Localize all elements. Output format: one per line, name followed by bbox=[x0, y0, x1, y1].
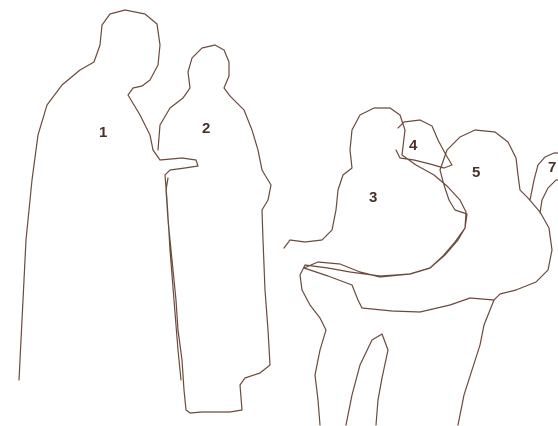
figure-2-outline bbox=[158, 45, 271, 413]
figure-1-outline bbox=[19, 10, 198, 380]
label-2: 2 bbox=[202, 120, 210, 137]
label-5: 5 bbox=[472, 164, 480, 181]
figure-3-leg-outline bbox=[346, 334, 388, 425]
figure-3-outline bbox=[284, 108, 466, 425]
label-1: 1 bbox=[99, 124, 107, 141]
label-3: 3 bbox=[369, 189, 377, 206]
figure-5-outline bbox=[304, 130, 552, 425]
label-4: 4 bbox=[409, 137, 418, 154]
label-7: 7 bbox=[548, 159, 556, 176]
